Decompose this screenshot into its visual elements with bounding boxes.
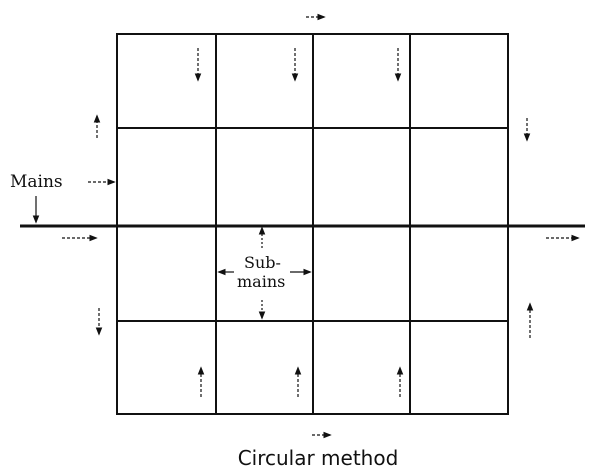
pipe-grid [116, 33, 509, 415]
submains-label-line2: mains [237, 272, 285, 291]
mains-label: Mains [10, 172, 63, 192]
flow-arrows [32, 13, 580, 439]
submains-label-line1: Sub- [244, 253, 281, 272]
diagram-caption: Circular method [238, 446, 399, 470]
